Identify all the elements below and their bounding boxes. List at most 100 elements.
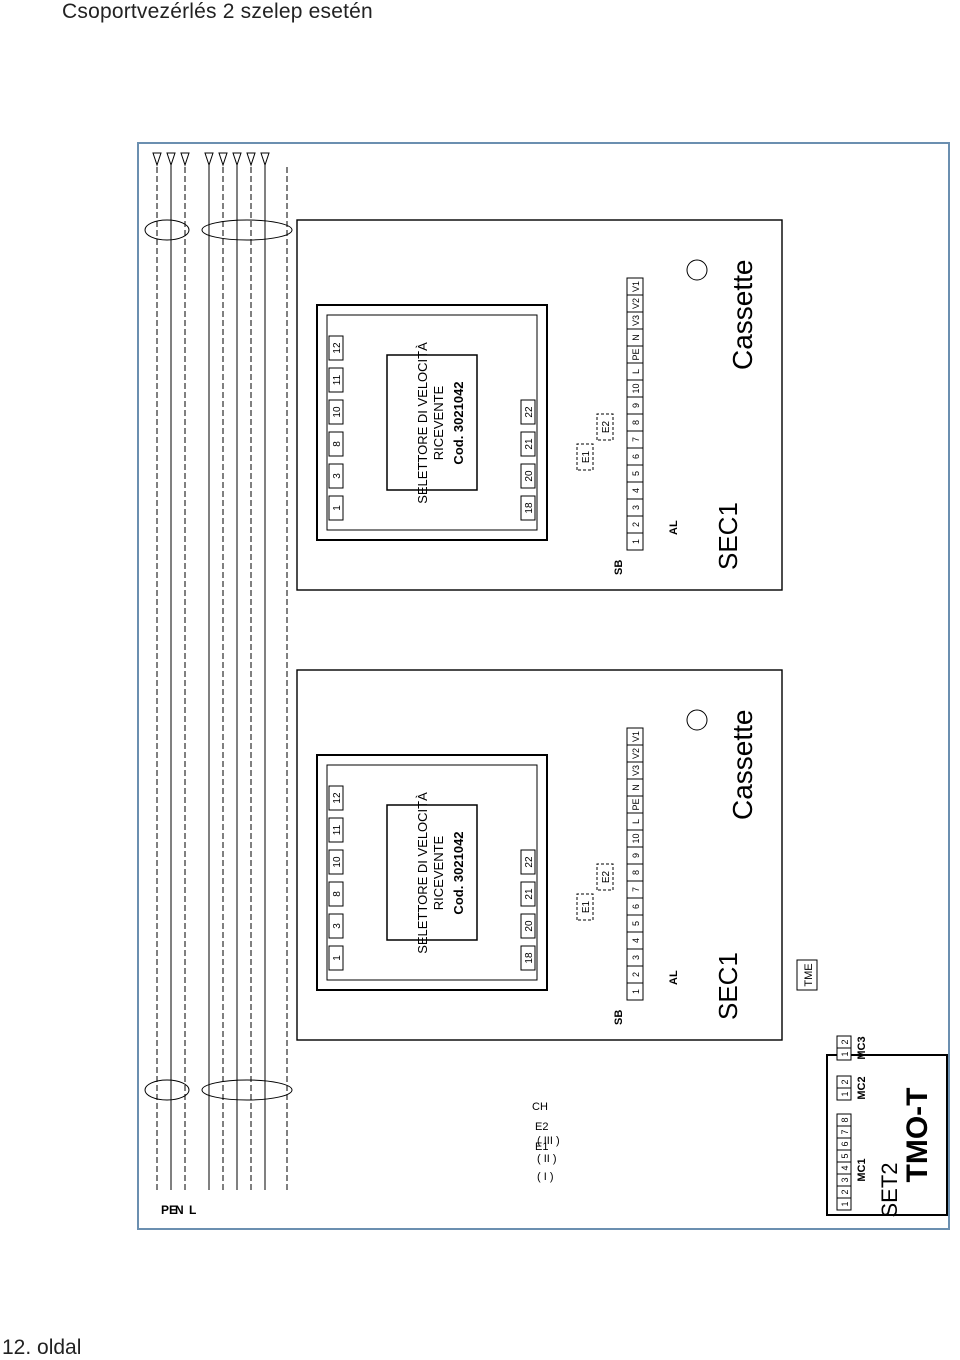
board-terminal bbox=[328, 335, 344, 361]
controller-box bbox=[826, 1054, 948, 1216]
unit-outline bbox=[296, 219, 783, 591]
al-label: AL bbox=[668, 520, 680, 535]
strip-terminal-label: V1 bbox=[631, 281, 641, 292]
board-code: Cod. 3021042 bbox=[451, 831, 466, 914]
board-terminal bbox=[520, 431, 536, 457]
e1-label: E1 bbox=[535, 1141, 548, 1153]
motor-symbol bbox=[686, 709, 708, 731]
cable-bundle-mark bbox=[144, 219, 190, 241]
board-terminal bbox=[328, 817, 344, 843]
board-terminal bbox=[328, 945, 344, 971]
strip-terminal-label: 10 bbox=[631, 383, 641, 393]
sb-label: SB bbox=[613, 1010, 625, 1025]
board-title-line1: SELETTORE DI VELOCITÀ bbox=[415, 792, 430, 954]
e1-box-label: E1 bbox=[581, 450, 592, 463]
motor-symbol bbox=[686, 259, 708, 281]
mc3-label: MC3 bbox=[856, 1036, 868, 1059]
strip-terminal-label: L bbox=[631, 369, 641, 374]
board-terminal bbox=[328, 785, 344, 811]
page-footer: 12. oldal bbox=[2, 1336, 82, 1359]
strip-terminal-label: 3 bbox=[631, 505, 641, 510]
board-terminal-label: 1 bbox=[332, 505, 343, 511]
cable-bundle-mark bbox=[144, 1079, 190, 1101]
cassette-label: Cassette bbox=[727, 260, 758, 371]
board-terminal-label: 18 bbox=[524, 952, 535, 964]
board-terminal-label: 20 bbox=[524, 470, 535, 482]
mc1-terminal-label: 4 bbox=[840, 1165, 850, 1170]
supply-label-pe: PE bbox=[161, 1203, 177, 1217]
mc1-terminal-label: 6 bbox=[840, 1141, 850, 1146]
wire-arrow bbox=[204, 152, 214, 167]
board-terminal-label: 18 bbox=[524, 502, 535, 514]
strip-terminal-label: PE bbox=[631, 798, 641, 810]
speed-label: ( III ) bbox=[537, 1135, 560, 1147]
e2-box-label: E2 bbox=[601, 420, 612, 433]
tme-label: TME bbox=[803, 963, 815, 986]
strip-terminal-label: 4 bbox=[631, 938, 641, 943]
board-terminal-label: 1 bbox=[332, 955, 343, 961]
e2-box bbox=[596, 413, 614, 441]
mc1-label: MC1 bbox=[856, 1158, 868, 1181]
wire-arrow bbox=[218, 152, 228, 167]
tme-box bbox=[796, 959, 818, 991]
board-terminal-label: 11 bbox=[332, 374, 343, 385]
board-terminal bbox=[328, 495, 344, 521]
tmo-t-label: TMO-T bbox=[901, 1088, 934, 1183]
strip-terminal-label: V1 bbox=[631, 731, 641, 742]
mc2-label: MC2 bbox=[856, 1076, 868, 1099]
strip-terminal-label: 5 bbox=[631, 471, 641, 476]
strip-terminal-label: 9 bbox=[631, 853, 641, 858]
board-terminal-label: 10 bbox=[332, 406, 343, 418]
board-terminal bbox=[328, 367, 344, 393]
strip-terminal-label: 4 bbox=[631, 488, 641, 493]
strip-terminal-label: 2 bbox=[631, 972, 641, 977]
strip-terminal-label: 6 bbox=[631, 904, 641, 909]
board-label-box bbox=[386, 354, 478, 491]
board-terminal-label: 8 bbox=[332, 441, 343, 447]
mc1-terminal-label: 5 bbox=[840, 1153, 850, 1158]
page-title: Csoportvezérlés 2 szelep esetén bbox=[62, 0, 373, 23]
mc1-terminal-label: 8 bbox=[840, 1117, 850, 1122]
strip-terminal-label: V3 bbox=[631, 765, 641, 776]
board-terminal-label: 3 bbox=[332, 473, 343, 479]
strip-terminal-label: 8 bbox=[631, 870, 641, 875]
board-terminal-label: 12 bbox=[332, 792, 343, 804]
mc1-terminal-label: 7 bbox=[840, 1129, 850, 1134]
board-terminal bbox=[328, 881, 344, 907]
strip-terminal-label: 10 bbox=[631, 833, 641, 843]
board-terminal-label: 12 bbox=[332, 342, 343, 354]
unit-outline bbox=[296, 669, 783, 1041]
mc3-terminal-label: 2 bbox=[840, 1039, 850, 1044]
sec1-label: SEC1 bbox=[713, 502, 743, 570]
strip-terminal-label: N bbox=[631, 784, 641, 791]
diagram-frame bbox=[137, 142, 950, 1230]
al-label: AL bbox=[668, 970, 680, 985]
sec1-label: SEC1 bbox=[713, 952, 743, 1020]
board-terminal bbox=[520, 881, 536, 907]
strip-terminal-label: 7 bbox=[631, 437, 641, 442]
wire-arrow bbox=[180, 152, 190, 167]
wire-arrow bbox=[260, 152, 270, 167]
strip-terminal-label: V3 bbox=[631, 315, 641, 326]
strip-terminal-label: 1 bbox=[631, 989, 641, 994]
strip-terminal-label: 6 bbox=[631, 454, 641, 459]
mc2-terminal-label: 1 bbox=[840, 1091, 850, 1096]
board-terminal-label: 21 bbox=[524, 438, 535, 450]
board-terminal-label: 22 bbox=[524, 856, 535, 868]
strip-terminal-label: N bbox=[631, 334, 641, 341]
board-title-line2: RICEVENTE bbox=[431, 385, 446, 460]
strip-terminal-label: 7 bbox=[631, 887, 641, 892]
mc2-terminal bbox=[836, 1075, 852, 1089]
board-code: Cod. 3021042 bbox=[451, 381, 466, 464]
strip-terminal-label: 9 bbox=[631, 403, 641, 408]
strip-terminal-label: 1 bbox=[631, 539, 641, 544]
board-title-line1: SELETTORE DI VELOCITÀ bbox=[415, 342, 430, 504]
mc1-terminal-label: 2 bbox=[840, 1189, 850, 1194]
board-terminal-label: 22 bbox=[524, 406, 535, 418]
supply-label-n: N bbox=[175, 1203, 184, 1217]
board-terminal bbox=[520, 463, 536, 489]
